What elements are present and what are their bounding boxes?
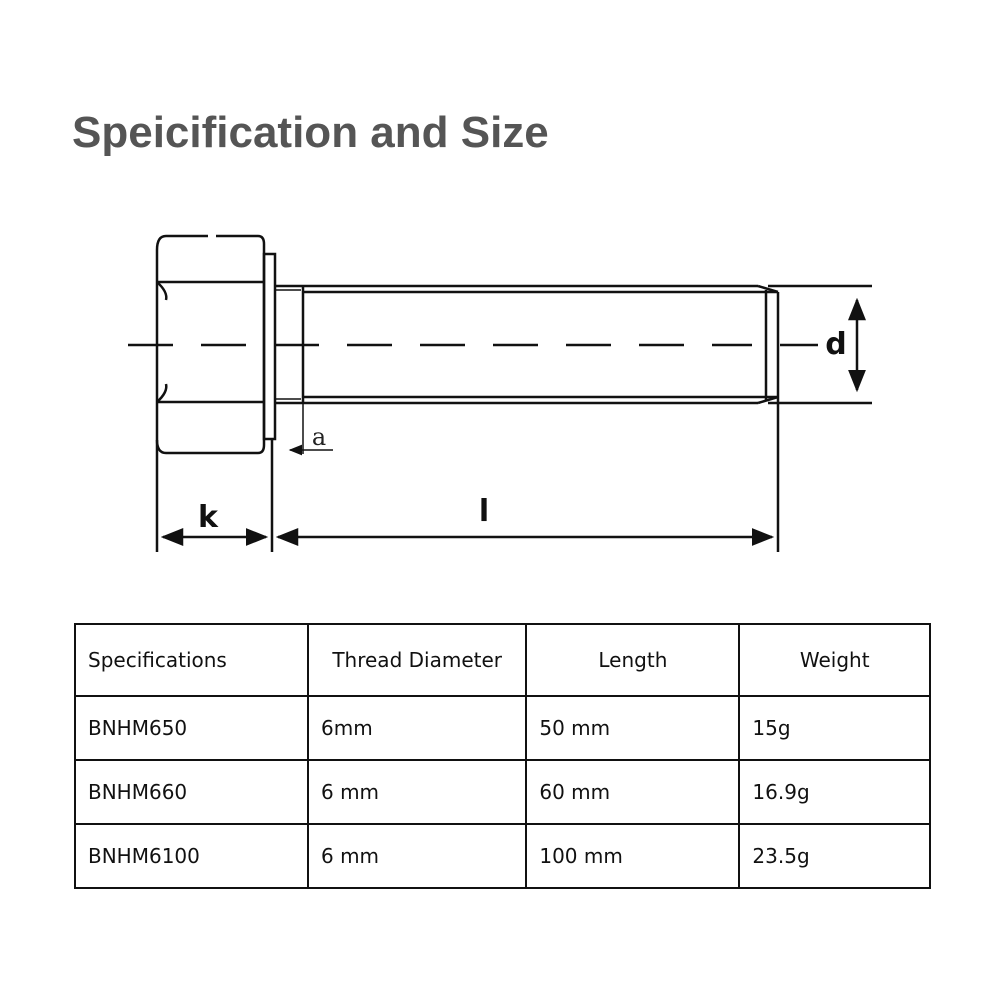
cell-spec: BNHM650 — [74, 695, 309, 761]
dimension-a-label: a — [312, 423, 326, 451]
cell-thread-diameter: 6 mm — [306, 759, 528, 825]
dimension-k-l — [155, 397, 780, 552]
cell-thread-diameter: 6mm — [306, 695, 528, 761]
cell-spec: BNHM6100 — [74, 823, 309, 889]
dimension-l-label: l — [479, 494, 489, 529]
header-thread-diameter: Thread Diameter — [306, 623, 528, 697]
table-header-row: Specifications Thread Diameter Length We… — [74, 623, 931, 697]
header-length: Length — [525, 623, 741, 697]
header-weight: Weight — [738, 623, 931, 697]
dimension-d-label: d — [825, 327, 846, 362]
cell-length: 50 mm — [525, 695, 741, 761]
dimension-a — [288, 403, 333, 456]
cell-thread-diameter: 6 mm — [306, 823, 528, 889]
bolt-dimension-drawing: d a k l — [128, 234, 872, 552]
table-row: BNHM660 6 mm 60 mm 16.9g — [74, 759, 931, 825]
page-title: Speicification and Size — [72, 108, 549, 157]
table-row: BNHM6100 6 mm 100 mm 23.5g — [74, 823, 931, 889]
bolt-shank — [275, 284, 780, 405]
spec-table: Specifications Thread Diameter Length We… — [74, 623, 931, 889]
bolt-head — [155, 234, 277, 455]
table-row: BNHM650 6mm 50 mm 15g — [74, 695, 931, 761]
cell-weight: 23.5g — [738, 823, 931, 889]
cell-length: 60 mm — [525, 759, 741, 825]
cell-length: 100 mm — [525, 823, 741, 889]
dimension-k-label: k — [198, 500, 219, 535]
cell-weight: 15g — [738, 695, 931, 761]
header-specifications: Specifications — [74, 623, 309, 697]
cell-spec: BNHM660 — [74, 759, 309, 825]
dimension-d — [768, 284, 872, 405]
cell-weight: 16.9g — [738, 759, 931, 825]
